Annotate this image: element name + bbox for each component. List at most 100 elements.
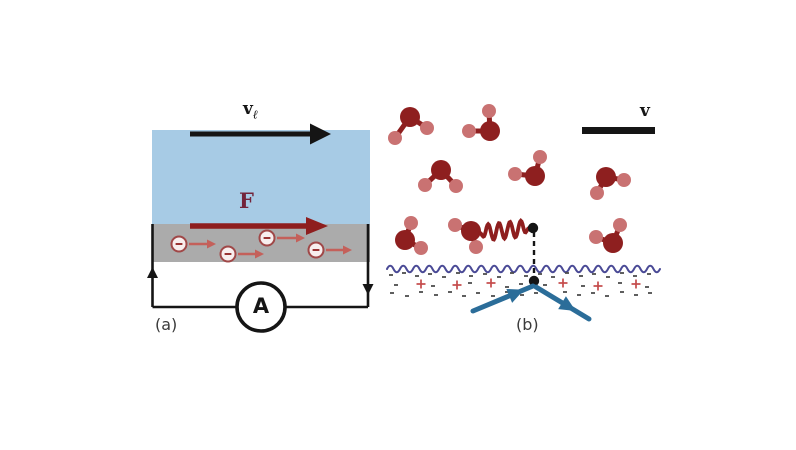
liquid-velocity-arrow bbox=[190, 123, 331, 145]
surface-charge-dash bbox=[538, 273, 542, 275]
water-molecule bbox=[589, 218, 627, 253]
surface-charge-dash bbox=[581, 285, 585, 287]
oxygen-atom bbox=[480, 121, 500, 141]
hydrogen-atom bbox=[617, 173, 631, 187]
surface-charge-dash bbox=[579, 275, 583, 277]
velocity-subscript: ℓ bbox=[252, 107, 259, 122]
velocity-symbol: v bbox=[243, 99, 253, 119]
surface-charge-dash bbox=[563, 291, 567, 293]
oxygen-atom bbox=[525, 166, 545, 186]
hydrogen-atom bbox=[404, 216, 418, 230]
surface-charge-dash bbox=[505, 291, 509, 293]
surface-charge-dash bbox=[551, 276, 555, 278]
oxygen-atom bbox=[400, 107, 420, 127]
hydrogen-atom bbox=[418, 178, 432, 192]
liquid-velocity-label: vℓ bbox=[243, 99, 259, 122]
charged-surface-wave bbox=[386, 264, 661, 274]
surface-charge-dash bbox=[394, 284, 398, 286]
hydrogen-atom bbox=[533, 150, 547, 164]
surface-charge-dash bbox=[605, 295, 609, 297]
panel-b-velocity-bar bbox=[582, 127, 655, 134]
surface-charge-dash bbox=[389, 274, 393, 276]
surface-charge-dash bbox=[519, 283, 523, 285]
surface-charge-dash bbox=[565, 272, 569, 274]
panel-b-velocity-label: v bbox=[640, 101, 650, 121]
surface-charge-dash bbox=[577, 294, 581, 296]
surface-charge-dash bbox=[633, 275, 637, 277]
surface-charge-dash bbox=[497, 276, 501, 278]
incoming-impact-arrow-head bbox=[506, 288, 524, 303]
surface-charge-dash bbox=[543, 284, 547, 286]
water-molecule bbox=[395, 216, 428, 255]
surface-charge-dash bbox=[390, 292, 394, 294]
hydrogen-atom bbox=[613, 218, 627, 232]
surface-charge-dash bbox=[505, 286, 509, 288]
surface-charge-dash bbox=[442, 276, 446, 278]
surface-charge-dash bbox=[428, 273, 432, 275]
oxygen-atom bbox=[461, 221, 481, 241]
surface-charge-dash bbox=[483, 273, 487, 275]
oxygen-atom bbox=[395, 230, 415, 250]
surface-charge-dash bbox=[405, 295, 409, 297]
surface-charge-dash bbox=[591, 292, 595, 294]
surface-charge-dash bbox=[647, 273, 651, 275]
surface-charge-dash bbox=[462, 295, 466, 297]
surface-charge-dash bbox=[434, 294, 438, 296]
surface-charge-dash bbox=[606, 276, 610, 278]
charge-drift-arrow bbox=[238, 249, 264, 259]
tracer-dot-surface bbox=[528, 275, 540, 287]
ammeter-label: A bbox=[252, 294, 270, 319]
liquid-layer bbox=[152, 130, 370, 224]
charge-drift-arrow bbox=[277, 233, 305, 243]
hydrogen-atom bbox=[449, 179, 463, 193]
hydrogen-atom bbox=[590, 186, 604, 200]
surface-charge-dash bbox=[491, 295, 495, 297]
hydrogen-atom bbox=[469, 240, 483, 254]
hydrogen-atom bbox=[462, 124, 476, 138]
hydrogen-atom bbox=[508, 167, 522, 181]
hydrogen-atom bbox=[482, 104, 496, 118]
surface-charge-dash bbox=[648, 292, 652, 294]
surface-charge-dash bbox=[645, 286, 649, 288]
water-molecule bbox=[388, 107, 434, 145]
spring bbox=[478, 217, 531, 242]
surface-charge-dash bbox=[592, 273, 596, 275]
surface-charge-dash bbox=[534, 292, 538, 294]
surface-charge-dash bbox=[415, 275, 419, 277]
surface-charge-dash bbox=[469, 275, 473, 277]
current-up-arrowhead bbox=[147, 267, 158, 278]
charge-drift-arrow bbox=[189, 239, 216, 249]
panel-b-caption: (b) bbox=[516, 315, 539, 334]
force-arrow bbox=[190, 217, 328, 235]
hydrogen-atom bbox=[448, 218, 462, 232]
water-molecule bbox=[462, 104, 500, 141]
oxygen-atom bbox=[431, 160, 451, 180]
water-molecule bbox=[418, 160, 463, 193]
force-label: F bbox=[239, 188, 254, 213]
panel-a-caption: (a) bbox=[155, 315, 178, 334]
surface-charge-dash bbox=[431, 285, 435, 287]
surface-charge-dash bbox=[620, 272, 624, 274]
surface-charge-dash bbox=[456, 272, 460, 274]
hydrogen-atom bbox=[420, 121, 434, 135]
surface-charge-dash bbox=[510, 272, 514, 274]
oxygen-atom bbox=[596, 167, 616, 187]
water-molecule bbox=[590, 167, 631, 200]
water-molecule bbox=[448, 218, 483, 254]
surface-charge-dash bbox=[524, 275, 528, 277]
hydrogen-atom bbox=[414, 241, 428, 255]
water-molecule bbox=[508, 150, 547, 186]
surface-charge-dash bbox=[618, 282, 622, 284]
oxygen-atom bbox=[603, 233, 623, 253]
surface-charge-dash bbox=[620, 291, 624, 293]
surface-charge-dash bbox=[448, 291, 452, 293]
surface-charge-dash bbox=[520, 294, 524, 296]
surface-charge-dash bbox=[634, 294, 638, 296]
tracer-dot-top bbox=[527, 222, 539, 234]
outgoing-impact-arrow-head bbox=[558, 296, 576, 311]
surface-charge-dash bbox=[468, 282, 472, 284]
hydrogen-atom bbox=[589, 230, 603, 244]
surface-charge-dash bbox=[419, 291, 423, 293]
